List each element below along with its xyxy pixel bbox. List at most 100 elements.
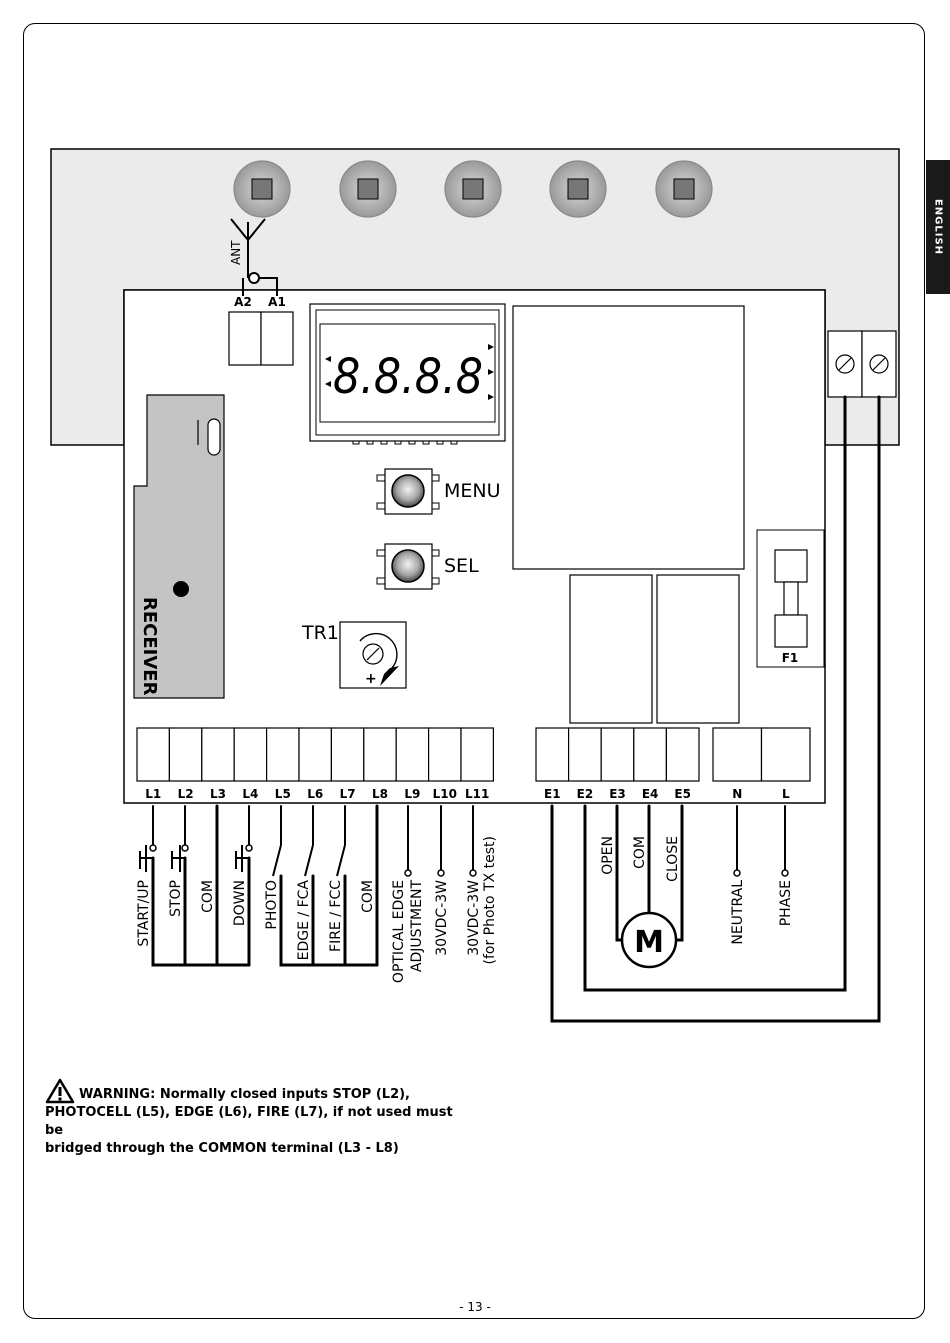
l-terminal-l11: [460, 727, 495, 782]
close-label: CLOSE: [665, 836, 681, 882]
indicator-light: [233, 160, 291, 218]
l-terminal-label: L11: [465, 787, 489, 801]
e-terminal-label: E1: [544, 787, 561, 801]
start-up-label: START/UP: [136, 880, 152, 947]
indicator-light: [549, 160, 607, 218]
indicator-light: [339, 160, 397, 218]
l-terminal-label: L7: [340, 787, 356, 801]
power-terminal-label: N: [732, 787, 742, 801]
warning-line-2: PHOTOCELL (L5), EDGE (L6), FIRE (L7), if…: [45, 1105, 453, 1138]
power-terminal-n: [712, 727, 763, 782]
power-terminal-l: [760, 727, 811, 782]
sel-button-label: SEL: [444, 555, 479, 577]
svg-text:+: +: [365, 671, 377, 687]
page-number: - 13 -: [459, 1300, 491, 1314]
start-up-switch-icon: [139, 845, 153, 872]
nc-contact-icons: [272, 844, 346, 877]
com-label-1: COM: [200, 880, 216, 913]
antenna-icon: [230, 218, 278, 296]
e-terminal-e1: [535, 727, 570, 782]
power-out-label: 30VDC-3W: [434, 880, 450, 956]
antenna-terminal-block: [228, 311, 294, 366]
l-terminal-label: L10: [433, 787, 457, 801]
receiver-module: [133, 394, 225, 699]
l-terminal-label: L6: [307, 787, 323, 801]
lead-terminal-dots: [149, 844, 789, 877]
l-terminal-label: L1: [145, 787, 161, 801]
transformer-block: [512, 305, 745, 570]
trimmer-label: TR1: [301, 622, 339, 644]
e-terminal-e2: [567, 727, 602, 782]
fire-label: FIRE / FCC: [328, 880, 344, 952]
relay-right: [656, 574, 740, 724]
open-label: OPEN: [600, 836, 616, 875]
com-motor-label: COM: [632, 836, 648, 869]
warning-line-1: Normally closed inputs STOP (L2),: [155, 1087, 410, 1102]
terminal-a2-label: A2: [234, 295, 252, 309]
menu-button[interactable]: [376, 468, 440, 515]
l-terminal-l9: [395, 727, 430, 782]
e-terminal-e4: [633, 727, 667, 782]
l-terminal-label: L8: [372, 787, 388, 801]
menu-button-label: MENU: [444, 480, 501, 502]
neutral-label: NEUTRAL: [730, 880, 746, 945]
fuse-label: F1: [782, 651, 799, 665]
l-terminal-l4: [233, 727, 268, 782]
wiring: [151, 395, 881, 1023]
l-terminal-label: L3: [210, 787, 226, 801]
l-terminal-l1: [136, 727, 171, 782]
com-label-2: COM: [360, 880, 376, 913]
l-terminal-label: L4: [242, 787, 258, 801]
wiring-labels: START/UP STOP COM DOWN PHOTO EDGE / FCA …: [136, 836, 794, 983]
mains-input-terminal: [827, 330, 897, 398]
indicator-light: [444, 160, 502, 218]
optical-edge-label: OPTICAL EDGE: [391, 880, 407, 983]
motor-icon: [620, 911, 678, 969]
l-terminal-l6: [298, 727, 333, 782]
photo-test-note-label: (for Photo TX test): [482, 836, 498, 965]
e-terminal-label: E3: [609, 787, 626, 801]
photo-test-label: 30VDC-3W: [466, 880, 482, 956]
lcd-digits: 8.8.8.8: [333, 349, 483, 405]
warning-icon: [45, 1078, 75, 1104]
l-terminal-l3: [201, 727, 235, 782]
relay-left: [569, 574, 653, 724]
l-terminal-l8: [363, 727, 397, 782]
page-frame: [23, 23, 925, 1319]
language-tab: ENGLISH: [926, 160, 950, 294]
down-label: DOWN: [232, 880, 248, 926]
photo-label: PHOTO: [264, 880, 280, 930]
e-terminal-label: E5: [674, 787, 691, 801]
warning-lead: WARNING:: [79, 1087, 156, 1102]
l-terminal-l2: [168, 727, 203, 782]
indicator-light: [655, 160, 713, 218]
antenna-label: ANT: [229, 240, 243, 265]
l-terminal-label: L9: [404, 787, 420, 801]
l-terminal-l5: [266, 727, 300, 782]
down-switch-icon: [235, 845, 249, 872]
l-terminal-l10: [428, 727, 462, 782]
warning-note: WARNING: Normally closed inputs STOP (L2…: [45, 1078, 465, 1158]
stop-label: STOP: [168, 880, 184, 917]
fuse-holder: [756, 529, 825, 668]
power-terminal-label: L: [782, 787, 790, 801]
e-terminal-e5: [665, 727, 700, 782]
phase-label: PHASE: [778, 880, 794, 926]
e-terminal-e3: [600, 727, 635, 782]
trimmer-potentiometer[interactable]: +: [339, 621, 407, 689]
sel-button[interactable]: [376, 543, 440, 590]
motor-label: M: [634, 925, 664, 960]
edge-label: EDGE / FCA: [296, 880, 312, 961]
terminal-blocks: [136, 727, 811, 782]
l-terminal-label: L2: [178, 787, 194, 801]
receiver-label: RECEIVER: [139, 597, 160, 696]
optical-edge-adjustment-label: ADJUSTMENT: [409, 880, 425, 973]
warning-line-3: bridged through the COMMON terminal (L3 …: [45, 1141, 399, 1156]
e-terminal-label: E4: [642, 787, 659, 801]
l-terminal-l7: [330, 727, 365, 782]
lcd-display: [309, 303, 506, 445]
terminal-a1-label: A1: [268, 295, 286, 309]
e-terminal-label: E2: [577, 787, 594, 801]
